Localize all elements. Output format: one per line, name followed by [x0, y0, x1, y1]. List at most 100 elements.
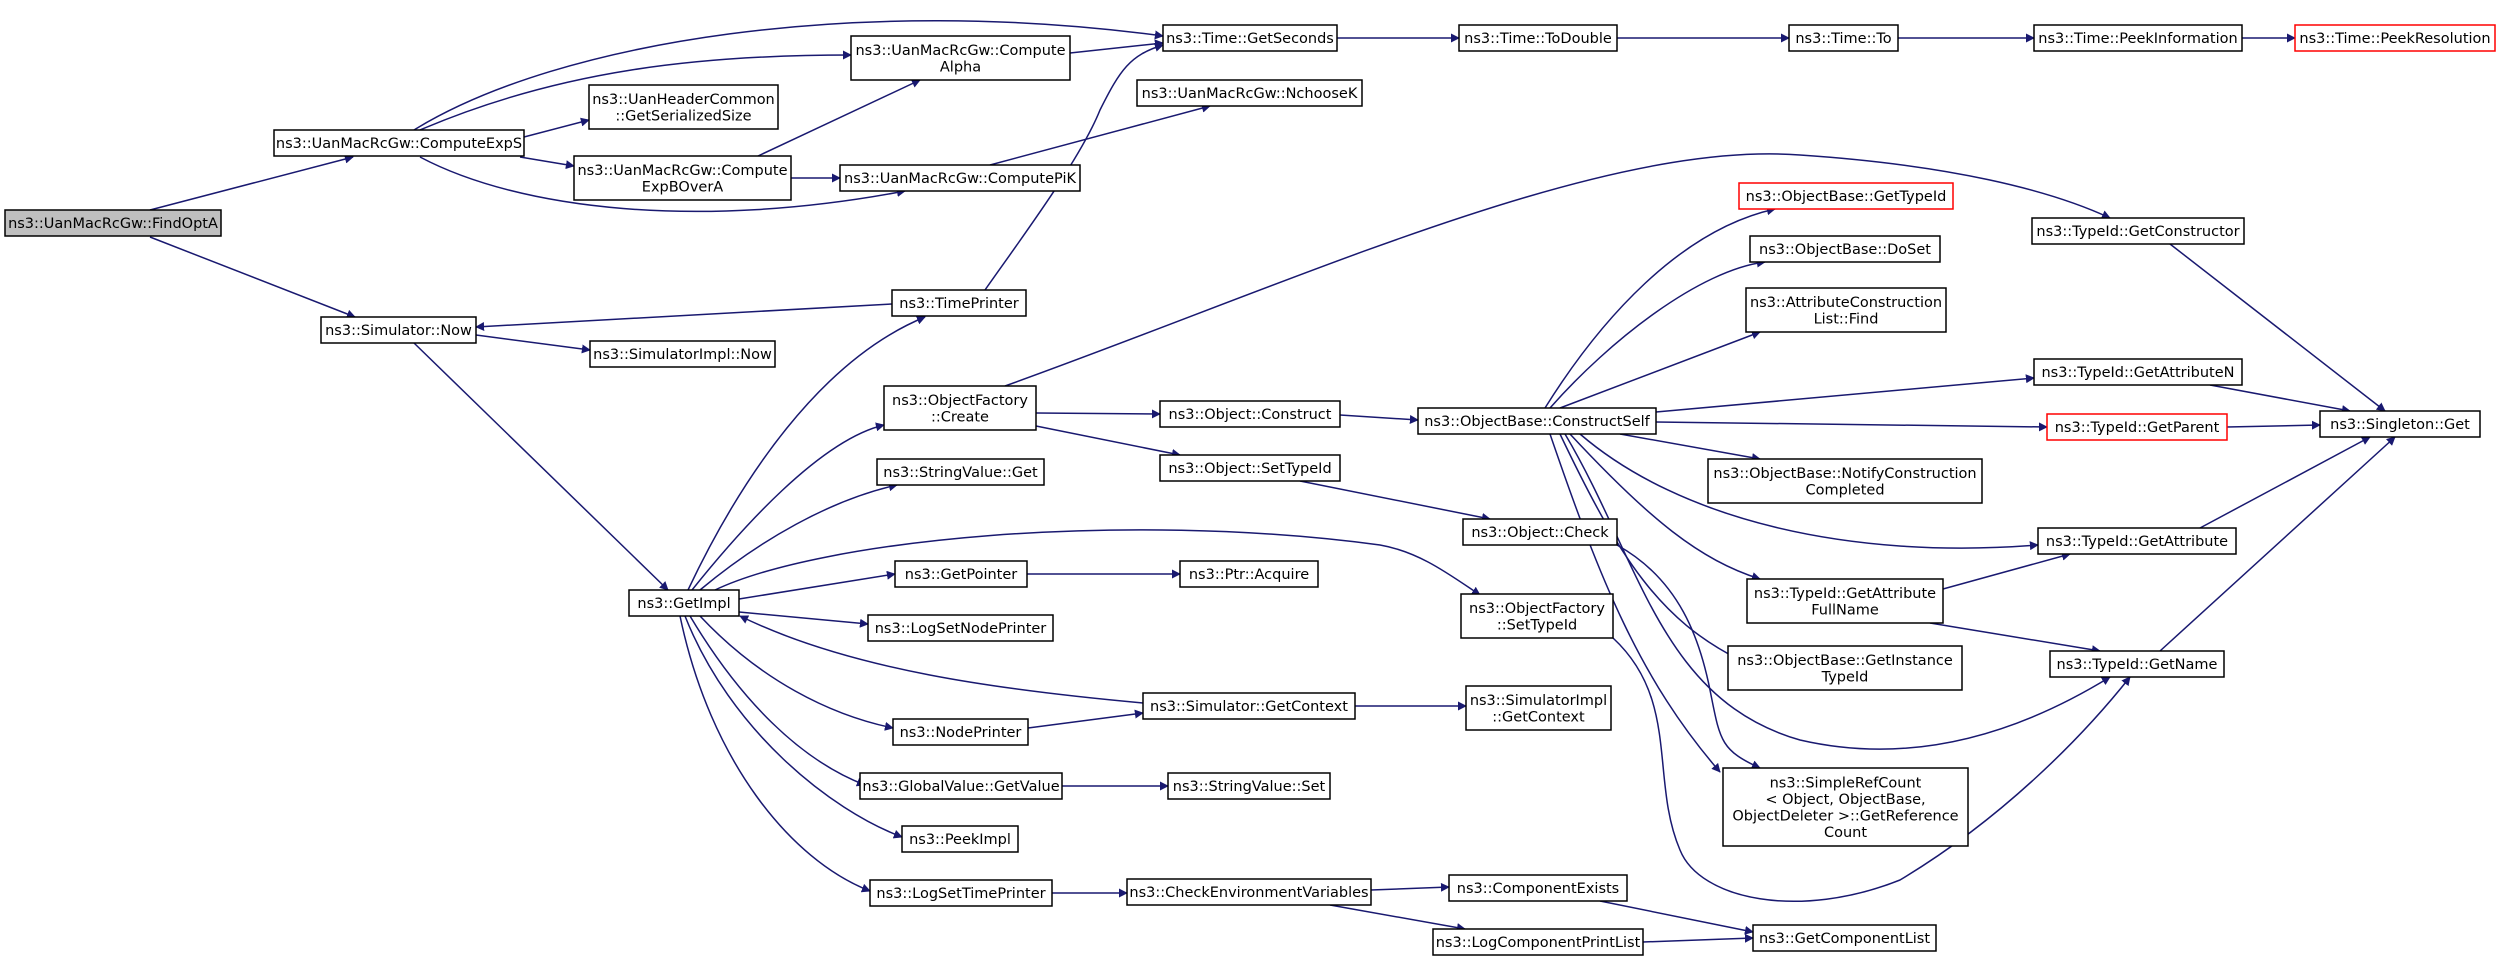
node-componentExists[interactable]: ns3::ComponentExists — [1448, 874, 1628, 902]
node-stringValueGet[interactable]: ns3::StringValue::Get — [876, 458, 1045, 486]
node-label: ns3::TypeId::GetAttributeN — [2041, 365, 2234, 381]
node-label: ns3::Simulator::Now — [325, 323, 472, 339]
node-label: ns3::TypeId::GetParent — [2055, 420, 2220, 436]
node-timePrinter[interactable]: ns3::TimePrinter — [891, 289, 1027, 317]
node-computeExpS[interactable]: ns3::UanMacRcGw::ComputeExpS — [273, 129, 525, 157]
node-box — [4, 209, 222, 237]
edge-objBaseConstructSelf-to-getInstanceTypeId — [1559, 433, 1741, 661]
edge-line — [2169, 243, 2386, 412]
node-box — [1432, 928, 1644, 956]
node-objectCheck[interactable]: ns3::Object::Check — [1462, 518, 1618, 546]
node-label: ns3::ObjectBase::DoSet — [1759, 242, 1931, 258]
node-objBaseDoSet[interactable]: ns3::ObjectBase::DoSet — [1749, 235, 1941, 263]
node-objFactoryCreate[interactable]: ns3::ObjectFactory::Create — [883, 385, 1037, 431]
node-objBaseConstructSelf[interactable]: ns3::ObjectBase::ConstructSelf — [1417, 407, 1657, 435]
node-globalValueGetValue[interactable]: ns3::GlobalValue::GetValue — [859, 772, 1063, 800]
edge-getImpl-to-logSetTimePrinter — [679, 615, 871, 893]
node-label: ns3::TypeId::GetConstructor — [2036, 224, 2239, 240]
node-box — [2031, 217, 2245, 245]
node-logComponentPrintList[interactable]: ns3::LogComponentPrintList — [1432, 928, 1644, 956]
node-ptrAcquire[interactable]: ns3::Ptr::Acquire — [1179, 560, 1319, 588]
node-label: ns3::Object::SetTypeId — [1168, 461, 1331, 477]
node-toDouble[interactable]: ns3::Time::ToDouble — [1458, 24, 1618, 52]
node-nChooseK[interactable]: ns3::UanMacRcGw::NchooseK — [1136, 79, 1363, 107]
node-simImplGetContext[interactable]: ns3::SimulatorImpl::GetContext — [1465, 685, 1612, 731]
edge-line — [149, 236, 356, 319]
node-label: ns3::TypeId::GetName — [2057, 657, 2218, 673]
node-label: ns3::PeekImpl — [909, 832, 1011, 848]
edge-line — [1655, 374, 2035, 413]
edge-line — [1612, 637, 2131, 902]
node-peekInformation[interactable]: ns3::Time::PeekInformation — [2033, 24, 2243, 52]
node-peekImpl[interactable]: ns3::PeekImpl — [901, 825, 1019, 853]
node-label: ns3::StringValue::Get — [883, 465, 1038, 481]
edge-line — [475, 303, 893, 332]
edge-nodePrinter-to-simGetContext — [1027, 709, 1144, 729]
node-label: ns3::GetPointer — [905, 567, 1018, 583]
edge-getImpl-to-objFactorySetTypeId — [714, 529, 1481, 596]
edge-computeExpS-to-computePiK — [419, 156, 906, 213]
node-getPointer[interactable]: ns3::GetPointer — [894, 560, 1028, 588]
edge-line — [1559, 433, 1741, 661]
node-typeIdGetAttribute[interactable]: ns3::TypeId::GetAttribute — [2037, 527, 2237, 555]
node-typeIdGetParent[interactable]: ns3::TypeId::GetParent — [2046, 413, 2228, 441]
node-getImpl[interactable]: ns3::GetImpl — [628, 589, 740, 617]
edge-objBaseConstructSelf-to-notifyConstructionCompleted — [1619, 433, 1761, 463]
node-simGetContext[interactable]: ns3::Simulator::GetContext — [1142, 692, 1356, 720]
edge-typeIdGetAttribute-to-singletonGet — [2199, 436, 2371, 529]
node-label: ns3::Time::GetSeconds — [1166, 31, 1334, 47]
node-label: ns3::ObjectBase::ConstructSelf — [1424, 414, 1650, 430]
edge-line — [1929, 622, 2101, 655]
node-box — [2046, 413, 2228, 441]
node-objFactorySetTypeId[interactable]: ns3::ObjectFactory::SetTypeId — [1460, 593, 1614, 639]
node-singletonGet[interactable]: ns3::Singleton::Get — [2319, 410, 2481, 438]
node-logSetNodePrinter[interactable]: ns3::LogSetNodePrinter — [867, 614, 1054, 642]
edge-line — [1027, 709, 1144, 729]
node-objectSetTypeId[interactable]: ns3::Object::SetTypeId — [1159, 454, 1341, 482]
edge-line — [684, 615, 903, 839]
node-computePiK[interactable]: ns3::UanMacRcGw::ComputePiK — [839, 164, 1081, 192]
node-checkEnvVars[interactable]: ns3::CheckEnvironmentVariables — [1126, 878, 1372, 906]
node-typeIdGetName[interactable]: ns3::TypeId::GetName — [2049, 650, 2225, 678]
edge-objBaseConstructSelf-to-typeIdGetName — [1564, 433, 2111, 750]
node-label: ns3::Ptr::Acquire — [1189, 567, 1309, 583]
edge-line — [691, 422, 885, 591]
node-timeTo[interactable]: ns3::Time::To — [1788, 24, 1899, 52]
edge-line — [679, 615, 871, 893]
node-box — [869, 879, 1053, 907]
node-label: ns3::Singleton::Get — [2330, 417, 2470, 433]
node-simNow[interactable]: ns3::Simulator::Now — [320, 316, 477, 344]
edge-line — [1559, 330, 1761, 409]
node-objectConstruct[interactable]: ns3::Object::Construct — [1159, 400, 1341, 428]
edge-line — [2226, 420, 2321, 430]
node-typeIdGetConstructor[interactable]: ns3::TypeId::GetConstructor — [2031, 217, 2245, 245]
node-notifyConstructionCompleted[interactable]: ns3::ObjectBase::NotifyConstructionCompl… — [1707, 458, 1983, 504]
node-uanHeader[interactable]: ns3::UanHeaderCommon::GetSerializedSize — [588, 84, 779, 130]
edge-line — [699, 615, 894, 731]
node-findOptA[interactable]: ns3::UanMacRcGw::FindOptA — [4, 209, 222, 237]
node-label: ns3::Time::PeekInformation — [2038, 31, 2237, 47]
node-getComponentList[interactable]: ns3::GetComponentList — [1752, 924, 1937, 952]
node-box — [1722, 767, 1969, 847]
edge-logComponentPrintList-to-getComponentList — [1642, 933, 1754, 943]
edge-objBaseConstructSelf-to-typeIdGetAttribute — [1579, 433, 2039, 551]
node-nodePrinter[interactable]: ns3::NodePrinter — [892, 718, 1029, 746]
node-objBaseGetTypeId[interactable]: ns3::ObjectBase::GetTypeId — [1738, 182, 1954, 210]
edge-objFactoryCreate-to-objectConstruct — [1035, 409, 1161, 419]
node-logSetTimePrinter[interactable]: ns3::LogSetTimePrinter — [869, 879, 1053, 907]
edge-findOptA-to-computeExpS — [149, 154, 354, 211]
node-stringValueSet[interactable]: ns3::StringValue::Set — [1167, 772, 1331, 800]
node-simpleRefCount[interactable]: ns3::SimpleRefCount< Object, ObjectBase,… — [1722, 767, 1969, 847]
node-label: ns3::TypeId::GetAttribute — [2046, 534, 2228, 550]
node-typeIdGetAttributeN[interactable]: ns3::TypeId::GetAttributeN — [2033, 358, 2243, 386]
node-peekResolution[interactable]: ns3::Time::PeekResolution — [2294, 24, 2496, 52]
edge-line — [1619, 433, 1761, 463]
node-box — [589, 340, 776, 368]
node-simImplNow[interactable]: ns3::SimulatorImpl::Now — [589, 340, 776, 368]
node-getSeconds[interactable]: ns3::Time::GetSeconds — [1162, 24, 1338, 52]
